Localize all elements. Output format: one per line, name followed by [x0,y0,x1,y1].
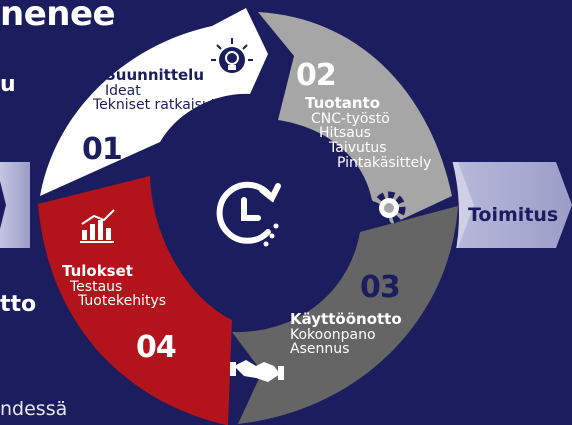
segment-suunnittelu [40,8,268,196]
step-1-title: Suunnittelu [105,66,204,84]
step-3-number: 03 [360,270,401,305]
segment-tuotanto [258,12,452,224]
step-2-item: CNC-työstö [311,110,390,127]
step-2-item: Taivutus [329,140,387,157]
step-3-title: Käyttöönotto [290,310,402,328]
left-fragment-middle: tto [0,292,37,317]
left-fragment-top: u [0,72,16,97]
step-2-label: Tuotanto CNC-työstö Hitsaus Taivutus Pin… [305,94,432,171]
step-4-item: Testaus [70,278,123,295]
bar-chart-icon [80,209,115,243]
segment-kayttoonotto [232,206,458,424]
step-1-label: Suunnittelu Ideat Tekniset ratkaisut [93,66,216,113]
cycle-clock-icon [216,181,281,247]
step-4-label: Tulokset Testaus Tuotekehitys [62,262,167,310]
step-2-title: Tuotanto [305,94,381,112]
gear-icon [372,191,406,225]
step-1-item: Tekniset ratkaisut [93,97,217,114]
step-3-label: Käyttöönotto Kokoonpano Asennus [290,310,402,358]
delivery-label: Toimitus [468,204,559,226]
step-3-item: Kokoonpano [290,326,376,343]
step-2-number: 02 [296,58,337,93]
step-2-item: Pintakäsittely [337,154,432,171]
step-4-item: Tuotekehitys [78,293,167,310]
step-3-item: Asennus [290,341,350,358]
handshake-icon [230,360,284,382]
left-fragment-bottom: ndessä [0,398,68,420]
lightbulb-icon [211,38,253,73]
page-heading: nenee [0,0,116,34]
step-1-item: Ideat [105,82,141,99]
step-4-title: Tulokset [62,262,133,280]
step-2-item: Hitsaus [319,125,371,142]
step-4-number: 04 [136,330,177,365]
step-1-number: 01 [82,132,123,167]
